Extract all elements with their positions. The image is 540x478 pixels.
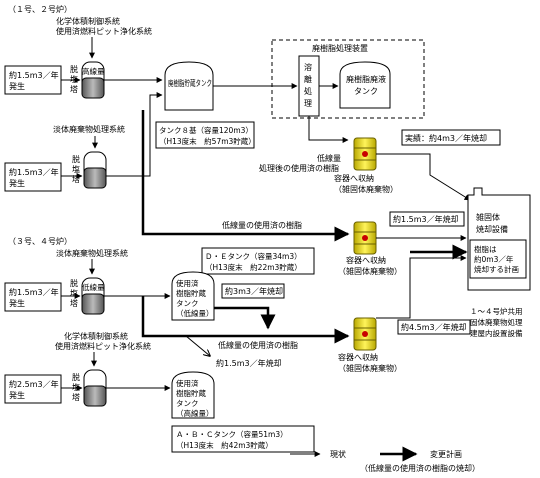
svg-text:塩: 塩 (70, 288, 78, 298)
de-tank-box: Ｄ・Ｅタンク（容量34m3） （H13度末 約22m3貯蔵） (201, 247, 315, 275)
container-barrel-b: 容器へ収納 （雑固体廃棄物） (338, 221, 402, 276)
svg-text:廃樹脂処理装置: 廃樹脂処理装置 (312, 43, 368, 53)
rate-3-burn-box: 約3m3／年焼却 (221, 283, 285, 299)
svg-text:（雑固体廃棄物）: （雑固体廃棄物） (338, 266, 402, 276)
svg-text:脱: 脱 (70, 278, 78, 288)
svg-text:廃樹脂廃液: 廃樹脂廃液 (346, 74, 386, 84)
svg-text:（雑固体廃棄物）: （雑固体廃棄物） (338, 363, 402, 373)
svg-text:処: 処 (304, 86, 312, 96)
rate-4-5-burn-box: 約4.5m3／年焼却 (397, 319, 471, 335)
incinerator: 雑固体 焼却設備 樹脂は 約0m3／年 焼却する計画 １～４号炉共用 固体廃棄物… (467, 187, 531, 338)
svg-text:廃樹脂貯蔵タンク: 廃樹脂貯蔵タンク (168, 78, 212, 88)
svg-text:Ｄ・Ｅタンク（容量34m3）: Ｄ・Ｅタンク（容量34m3） (205, 251, 302, 261)
header-units-1-2: （１号、２号炉） (8, 4, 72, 14)
svg-text:樹脂貯蔵: 樹脂貯蔵 (176, 388, 206, 398)
svg-text:容器へ収納: 容器へ収納 (346, 255, 386, 265)
resin-treatment-equipment: 廃樹脂処理装置 溶 離 処 理 廃樹脂廃液 タンク (271, 39, 425, 119)
svg-text:塔: 塔 (70, 298, 78, 308)
svg-text:実績：約4m3／年焼却: 実績：約4m3／年焼却 (405, 133, 487, 143)
used-resin-tank-high: 使用済 樹脂貯蔵 タンク （高線量） (171, 371, 215, 419)
high-level-tag-1: 高線量 (82, 66, 105, 76)
low-level-tag-3: 低線量 (82, 282, 105, 292)
header-units-3-4: （３号、４号炉） (8, 236, 72, 246)
svg-text:使用済: 使用済 (176, 278, 199, 288)
low-after-label-2: 処理後の使用済の樹脂 (259, 163, 339, 173)
src-lwd-34-label: 淡体廃棄物処理系統 (56, 248, 128, 258)
svg-text:約1.5m3／年焼却: 約1.5m3／年焼却 (393, 214, 459, 224)
svg-text:塔: 塔 (72, 174, 80, 184)
svg-text:１～４号炉共用: １～４号炉共用 (470, 306, 523, 316)
svg-text:容器へ収納: 容器へ収納 (338, 352, 378, 362)
low-after-label-1: 低線量 (317, 153, 341, 163)
legend-plan-label: 変更計画 (430, 449, 462, 459)
svg-text:焼却する計画: 焼却する計画 (474, 264, 519, 274)
svg-text:発生: 発生 (9, 178, 25, 188)
svg-text:約0m3／年: 約0m3／年 (474, 254, 514, 264)
svg-text:脱: 脱 (72, 372, 80, 382)
svg-text:Ａ・Ｂ・Ｃタンク（容量51m3）: Ａ・Ｂ・Ｃタンク（容量51m3） (176, 429, 288, 439)
svg-text:塔: 塔 (72, 392, 80, 402)
svg-text:（H13度末 約22m3貯蔵）: （H13度末 約22m3貯蔵） (205, 262, 302, 272)
svg-text:約4.5m3／年焼却: 約4.5m3／年焼却 (401, 322, 467, 332)
rate-1-5-burn-box: 約1.5m3／年焼却 (389, 211, 465, 227)
svg-text:雑固体: 雑固体 (476, 212, 500, 222)
svg-text:塩: 塩 (72, 164, 80, 174)
container-barrel-a: 容器へ収納 （雑固体廃棄物） (334, 137, 398, 194)
svg-text:容器へ収納: 容器へ収納 (334, 173, 374, 183)
legend-note: （低線量の使用済の樹脂の焼却） (360, 463, 480, 473)
svg-text:（低線量）: （低線量） (176, 308, 214, 318)
svg-text:焼却設備: 焼却設備 (476, 224, 508, 234)
svg-text:樹脂は: 樹脂は (474, 244, 497, 254)
demineralizer-3: 低線量 脱 塩 塔 約1.5m3／年 発生 (4, 259, 105, 315)
svg-text:塩: 塩 (70, 74, 78, 84)
rate-1-5-burn-b: 約1.5m3／年焼却 (216, 358, 282, 368)
svg-text:（H13度末 約57m3貯蔵）: （H13度末 約57m3貯蔵） (159, 136, 256, 146)
svg-text:発生: 発生 (9, 81, 25, 91)
demineralizer-1: 高線量 脱 塩 塔 約1.5m3／年 発生 (4, 37, 105, 99)
legend-current-label: 現状 (330, 449, 346, 459)
src-cvcs-label: 化学体積制御系統 (56, 16, 120, 26)
svg-text:離: 離 (304, 74, 312, 84)
svg-text:塩: 塩 (72, 382, 80, 392)
svg-text:理: 理 (304, 99, 312, 108)
container-barrel-c: 容器へ収納 （雑固体廃棄物） (338, 317, 402, 373)
src-cvcs34-label: 化学体積制御系統 (64, 331, 128, 341)
svg-text:タンク: タンク (176, 299, 199, 308)
gen-rate-4: 約2.5m3／年 (9, 379, 59, 389)
svg-text:脱: 脱 (72, 154, 80, 164)
svg-text:固体廃棄物処理: 固体廃棄物処理 (470, 317, 523, 327)
legend: 現状 変更計画 （低線量の使用済の樹脂の焼却） (290, 446, 480, 473)
gen-rate-3: 約1.5m3／年 (9, 287, 59, 297)
src-sfp-label: 使用済燃料ピット浄化系統 (56, 26, 152, 36)
src-sfp34-label: 使用済燃料ピット浄化系統 (55, 341, 151, 351)
svg-text:約3m3／年焼却: 約3m3／年焼却 (225, 286, 283, 296)
svg-text:（雑固体廃棄物）: （雑固体廃棄物） (334, 184, 398, 194)
abc-tank-box: Ａ・Ｂ・Ｃタンク（容量51m3） （H13度末 約42m3貯蔵） (171, 425, 315, 453)
svg-text:塔: 塔 (70, 84, 78, 94)
svg-text:タンク: タンク (176, 399, 199, 408)
gen-rate-1: 約1.5m3／年 (9, 70, 59, 80)
waste-resin-storage-tank: 廃樹脂貯蔵タンク (164, 61, 214, 111)
svg-text:脱: 脱 (70, 64, 78, 74)
svg-text:建屋内設置設備: 建屋内設置設備 (470, 328, 523, 338)
svg-text:タンク: タンク (354, 87, 378, 96)
svg-text:タンク８基（容量120m3）: タンク８基（容量120m3） (159, 125, 253, 135)
svg-text:溶: 溶 (304, 62, 312, 72)
demineralizer-4: 脱 塩 塔 約2.5m3／年 発生 (4, 352, 107, 407)
gen-rate-2: 約1.5m3／年 (9, 167, 59, 177)
demineralizer-2: 脱 塩 塔 約1.5m3／年 発生 (4, 136, 107, 192)
svg-text:発生: 発生 (9, 298, 25, 308)
svg-text:（高線量）: （高線量） (176, 408, 214, 418)
actual-box: 実績：約4m3／年焼却 (401, 129, 501, 146)
tanks-1-2-box: タンク８基（容量120m3） （H13度末 約57m3貯蔵） (155, 121, 256, 149)
svg-text:樹脂貯蔵: 樹脂貯蔵 (176, 288, 206, 298)
low-used-resin-label-2: 低線量の使用済の樹脂 (218, 340, 298, 350)
low-used-resin-label: 低線量の使用済の樹脂 (222, 220, 302, 230)
svg-text:（H13度末 約42m3貯蔵）: （H13度末 約42m3貯蔵） (176, 440, 273, 450)
svg-text:使用済: 使用済 (176, 378, 199, 388)
src-lwd-label: 淡体廃棄物処理系統 (53, 124, 125, 134)
used-resin-tank-low: 使用済 樹脂貯蔵 タンク （低線量） (171, 271, 215, 321)
svg-text:発生: 発生 (9, 390, 25, 400)
